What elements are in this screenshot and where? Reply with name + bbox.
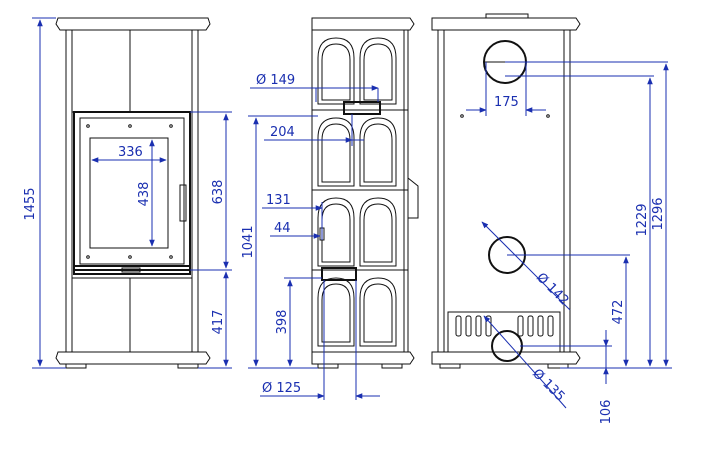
side-handle (407, 177, 419, 219)
front-dimensions: 1455 336 438 638 417 (23, 17, 232, 369)
dim-door-bottom-height: 417 (211, 310, 226, 335)
side-top-cap (311, 17, 415, 31)
side-dimensions: 1041 Ø 149 204 131 44 398 Ø 125 (241, 73, 380, 400)
dim-back-1229: 1229 (635, 203, 650, 236)
back-plinth (431, 351, 581, 365)
dim-glass-height: 438 (137, 182, 152, 207)
front-view (55, 17, 211, 369)
dim-side-131: 131 (266, 193, 291, 208)
front-glass (89, 137, 169, 249)
dim-side-44: 44 (274, 221, 291, 236)
back-dimensions: 175 1296 1229 472 Ø 142 Ø 135 106 (466, 61, 672, 425)
front-top-cap (55, 17, 211, 31)
dim-side-1041: 1041 (241, 225, 256, 258)
back-lower-inlet (491, 330, 523, 362)
dim-total-height: 1455 (23, 187, 38, 220)
front-door (73, 111, 191, 271)
front-door-handle (179, 184, 187, 222)
dim-side-149: Ø 149 (256, 73, 295, 88)
dim-back-175: 175 (494, 95, 519, 110)
back-body (437, 29, 571, 353)
side-view (311, 17, 419, 369)
front-body (65, 29, 199, 353)
dim-back-142: Ø 142 (533, 270, 571, 308)
dim-door-top-height: 638 (211, 180, 226, 205)
dim-side-125: Ø 125 (262, 381, 301, 396)
side-plinth (311, 351, 415, 365)
dim-back-106: 106 (599, 400, 614, 425)
dim-side-204: 204 (270, 125, 295, 140)
dim-side-398: 398 (275, 310, 290, 335)
dim-back-472: 472 (611, 300, 626, 325)
back-top-cap (431, 17, 581, 31)
dim-back-1296: 1296 (651, 197, 666, 230)
back-vent-slots (455, 315, 554, 337)
dim-back-135: Ø 135 (529, 366, 567, 404)
back-view (431, 13, 581, 369)
dim-glass-width: 336 (118, 145, 143, 160)
front-plinth (55, 351, 211, 365)
